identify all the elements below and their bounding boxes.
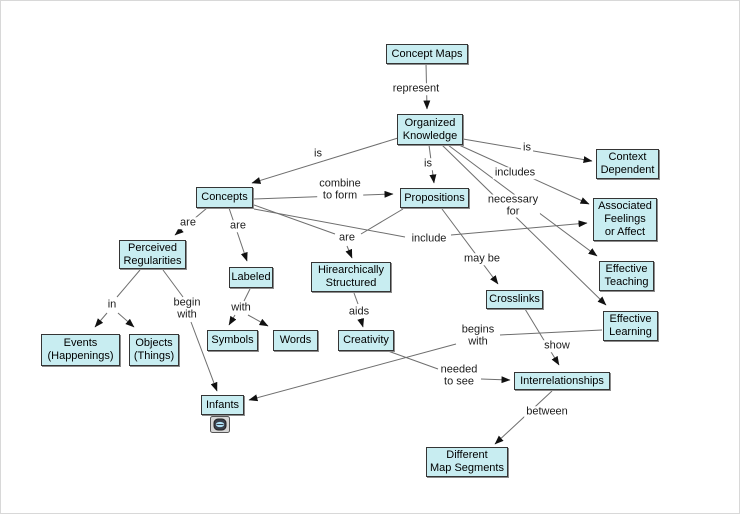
link-label-needed-to-see[interactable]: needed to see: [438, 363, 480, 388]
edge-line: [441, 208, 499, 285]
node-creativity[interactable]: Creativity: [338, 330, 394, 351]
link-label-necessary-for[interactable]: necessary for: [485, 193, 541, 218]
node-propositions[interactable]: Propositions: [400, 188, 469, 208]
edge-line: [360, 208, 404, 235]
link-label-show[interactable]: show: [542, 339, 572, 352]
edge-line: [253, 208, 406, 238]
node-concepts[interactable]: Concepts: [196, 187, 253, 208]
edge-line: [345, 245, 353, 259]
link-label-combine-to-form[interactable]: combine to form: [317, 177, 363, 202]
edge-line: [162, 269, 184, 298]
link-label-is-concepts[interactable]: is: [312, 147, 324, 160]
link-label-is-propositions[interactable]: is: [422, 157, 434, 170]
edge-line: [253, 204, 336, 235]
link-label-includes[interactable]: includes: [492, 166, 538, 179]
edge-line: [499, 329, 603, 336]
image-resource-icon-glyph: [210, 416, 230, 433]
node-context-dependent[interactable]: Context Dependent: [596, 149, 659, 179]
edge-line: [228, 207, 248, 262]
link-label-include[interactable]: include: [409, 232, 449, 245]
link-label-are-perceived[interactable]: are: [178, 216, 198, 229]
node-associated-feelings-or-affect[interactable]: Associated Feelings or Affect: [593, 198, 657, 241]
edge-line: [524, 308, 560, 366]
edge-line: [117, 312, 135, 328]
edge-line: [228, 314, 237, 326]
link-label-begins-with[interactable]: begins with: [459, 323, 497, 348]
edge-line: [387, 350, 439, 370]
link-label-may-be[interactable]: may be: [461, 252, 503, 265]
link-label-represent[interactable]: represent: [390, 82, 442, 95]
edge-line: [243, 288, 251, 302]
node-events-happenings[interactable]: Events (Happenings): [41, 334, 120, 366]
node-labeled[interactable]: Labeled: [229, 267, 273, 288]
node-interrelationships[interactable]: Interrelationships: [514, 372, 610, 390]
node-organized-knowledge[interactable]: Organized Knowledge: [397, 114, 463, 145]
link-label-is-context[interactable]: is: [521, 141, 533, 154]
node-symbols[interactable]: Symbols: [207, 330, 258, 351]
node-infants[interactable]: Infants: [201, 395, 244, 415]
edge-line: [251, 137, 399, 184]
node-different-map-segments[interactable]: Different Map Segments: [426, 447, 508, 477]
edge-line: [357, 317, 365, 328]
edge-line: [247, 314, 269, 327]
link-label-in[interactable]: in: [105, 298, 119, 311]
node-effective-learning[interactable]: Effective Learning: [603, 311, 658, 341]
link-label-are-labeled[interactable]: are: [228, 219, 248, 232]
node-effective-teaching[interactable]: Effective Teaching: [599, 261, 654, 291]
link-label-are-hierarchical[interactable]: are: [337, 231, 357, 244]
node-perceived-regularities[interactable]: Perceived Regularities: [119, 240, 186, 269]
node-words[interactable]: Words: [273, 330, 318, 351]
edge-line: [116, 269, 141, 298]
edge-line: [480, 376, 511, 384]
node-hierarchically-structured[interactable]: Hirearchically Structured: [311, 262, 391, 292]
edge-line: [353, 292, 359, 305]
edge-line: [450, 220, 588, 236]
node-objects-things[interactable]: Objects (Things): [129, 334, 179, 366]
node-crosslinks[interactable]: Crosslinks: [486, 290, 543, 309]
link-label-between[interactable]: between: [524, 405, 570, 418]
edge-line: [248, 343, 457, 402]
image-resource-icon[interactable]: [210, 416, 230, 433]
link-label-aids[interactable]: aids: [346, 305, 372, 318]
link-label-with[interactable]: with: [229, 301, 253, 314]
node-concept-maps[interactable]: Concept Maps: [386, 44, 468, 64]
edge-line: [94, 312, 108, 328]
link-label-begin-with[interactable]: begin with: [171, 296, 203, 321]
